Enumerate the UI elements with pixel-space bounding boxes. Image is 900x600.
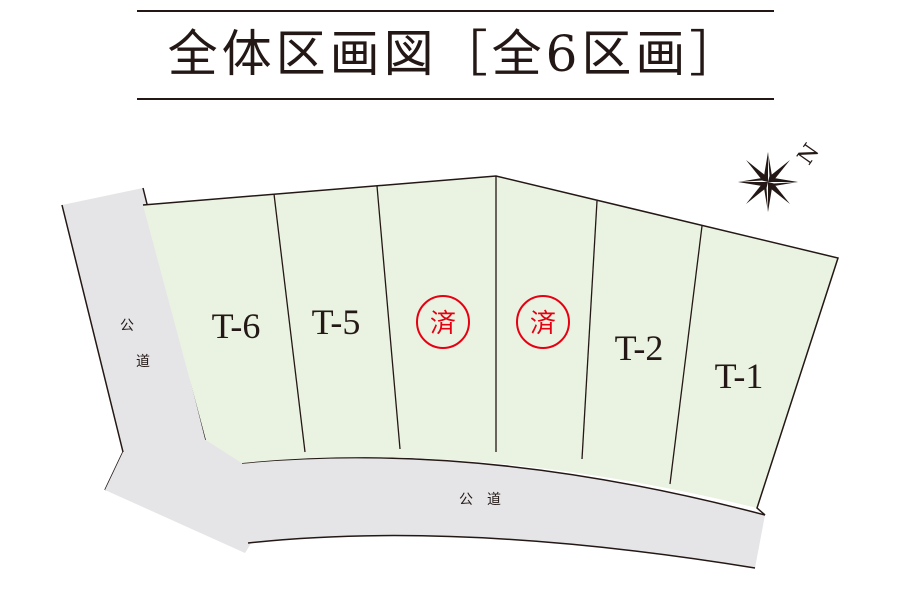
lot-label-t2: T-2 [615, 328, 664, 368]
lot-t5[interactable] [274, 186, 400, 452]
lot-label-t1: T-1 [715, 356, 764, 396]
sold-stamp-t3: 済 [516, 295, 570, 349]
left-road-label-char-1: 公 [120, 318, 134, 334]
compass-north-label: N [793, 140, 825, 170]
lot-t1[interactable] [670, 226, 838, 508]
title-top-rule [137, 10, 774, 12]
sold-stamp-text: 済 [430, 309, 456, 339]
lot-label-t6: T-6 [212, 306, 261, 346]
compass-rose-icon [738, 152, 798, 212]
lot-label-t5: T-5 [312, 302, 361, 342]
title-block: 全体区画図［全6区画］ [137, 10, 774, 100]
sold-stamp-t4: 済 [416, 295, 470, 349]
lot-t4[interactable] [377, 176, 496, 452]
lot-t2[interactable] [582, 201, 702, 484]
lot-t6[interactable] [146, 194, 305, 463]
sold-stamp-text: 済 [530, 309, 556, 339]
page-title: 全体区画図［全6区画］ [167, 25, 744, 83]
bottom-road-label: 公 道 [459, 492, 501, 508]
lots [142, 175, 839, 516]
left-road-label-char-2: 道 [136, 354, 150, 370]
title-bottom-rule [137, 98, 774, 100]
lot-t3[interactable] [496, 176, 597, 459]
bottom-road [105, 440, 766, 569]
